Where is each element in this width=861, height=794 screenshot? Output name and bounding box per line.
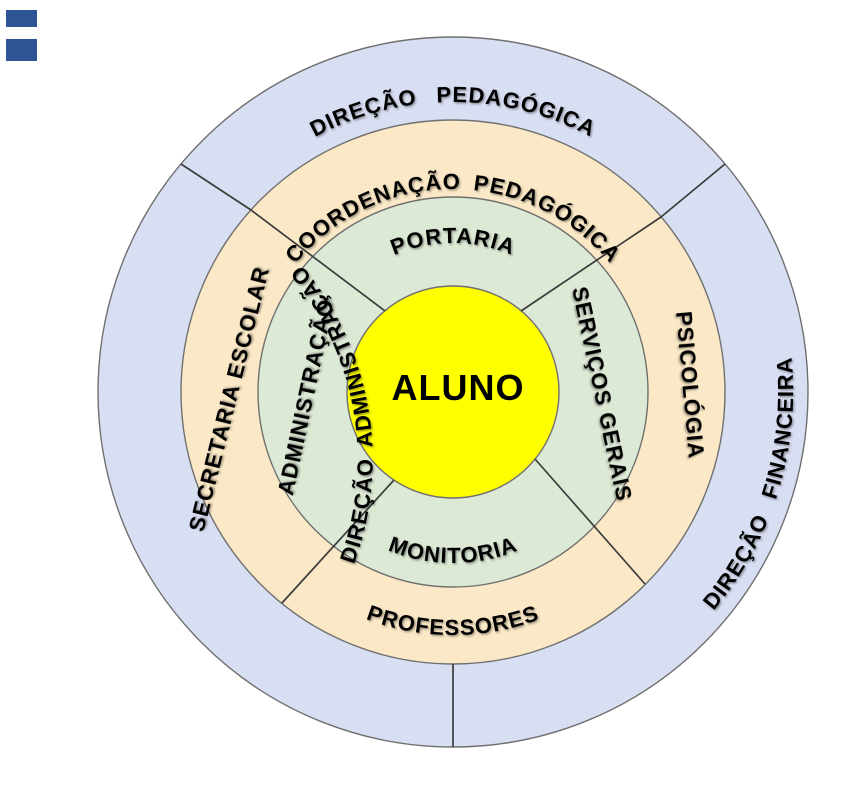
label-center: ALUNO — [392, 367, 525, 408]
divider-diagonal-bottom-left — [281, 479, 395, 604]
divider-outer-top-right — [660, 163, 726, 218]
center-circle — [346, 285, 560, 499]
corner-accent-mark-2 — [6, 39, 37, 61]
divider-diagonal-bottom-right — [534, 458, 646, 585]
divider-outer-top-left — [180, 163, 252, 211]
divider-diagonal-top-right — [520, 216, 662, 312]
divider-diagonal-top-left — [250, 209, 386, 312]
corner-accent-mark-1 — [6, 10, 37, 27]
